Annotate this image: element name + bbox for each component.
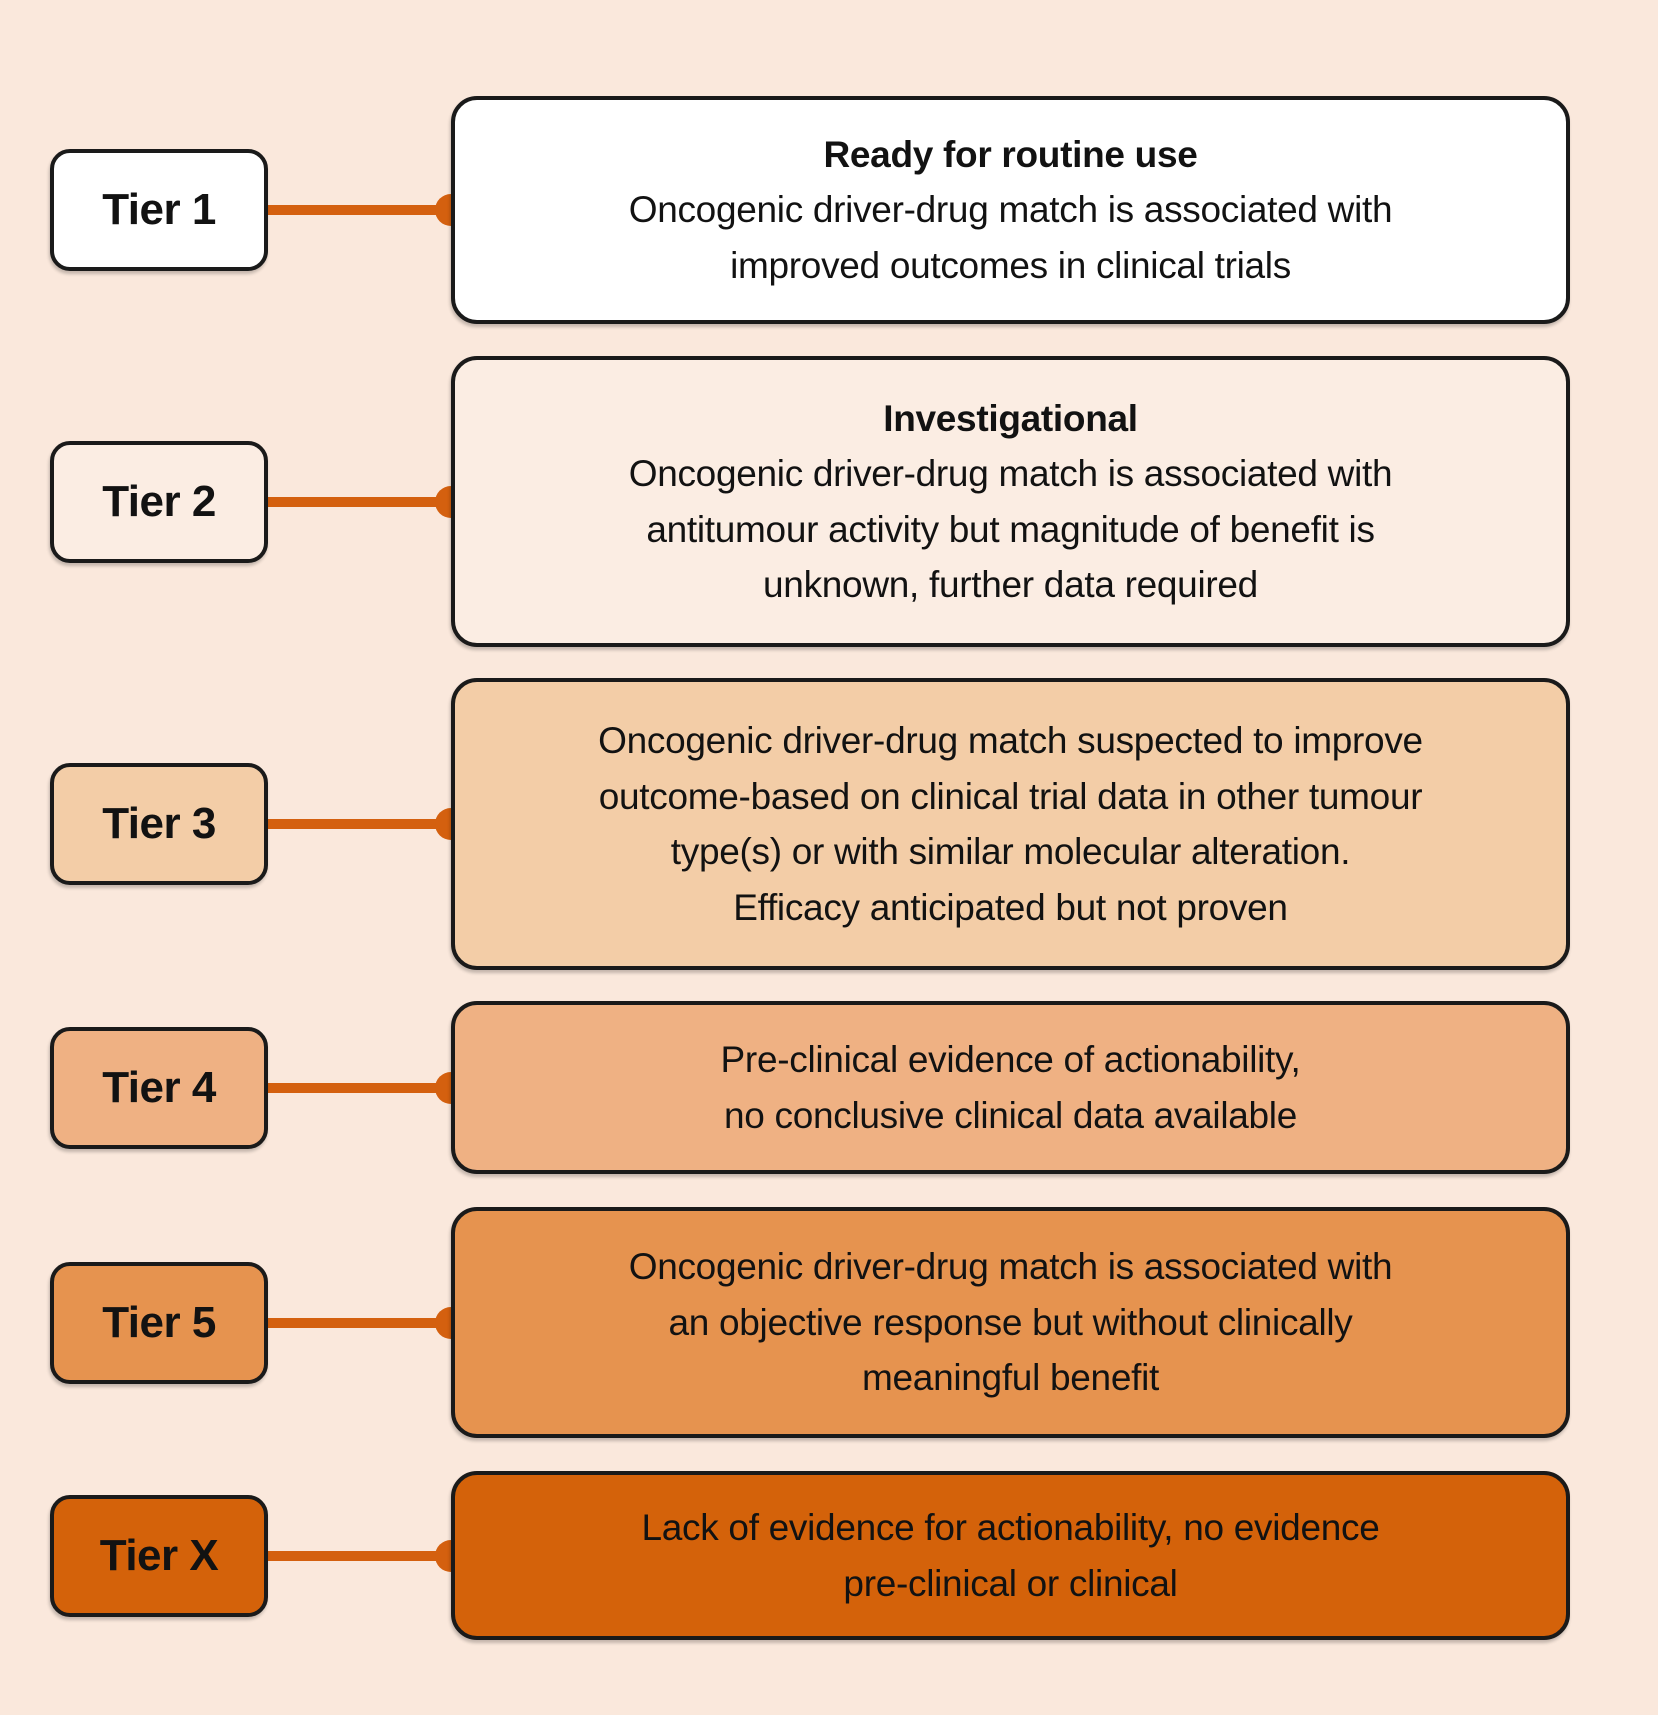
tier-label: Tier 5 <box>102 1297 216 1347</box>
connector-line <box>268 485 467 518</box>
tier-description-box: Oncogenic driver-drug match suspected to… <box>451 678 1570 970</box>
connector-line <box>268 1306 467 1339</box>
tier-label-box: Tier 2 <box>50 440 268 563</box>
tier-row: Tier 3 Oncogenic driver-drug match suspe… <box>50 678 1570 970</box>
connector-line <box>268 1071 467 1104</box>
tier-description-box: Lack of evidence for actionability, no e… <box>451 1471 1570 1640</box>
tier-label-box: Tier 4 <box>50 1026 268 1149</box>
tier-description-box: Pre-clinical evidence of actionability, … <box>451 1001 1570 1174</box>
tier-label: Tier X <box>99 1530 219 1580</box>
tier-row: Tier 2 Investigational Oncogenic driver-… <box>50 356 1570 647</box>
tier-label-box: Tier 3 <box>50 763 268 885</box>
connector-line <box>268 194 467 226</box>
tier-label: Tier 1 <box>102 185 216 234</box>
connector-line <box>268 808 467 840</box>
tier-label: Tier 4 <box>102 1062 216 1112</box>
tier-description: Oncogenic driver-drug match is associate… <box>628 1246 1393 1399</box>
tier-description-box: Investigational Oncogenic driver-drug ma… <box>451 356 1570 647</box>
tier-label: Tier 3 <box>102 799 216 848</box>
tier-row: Tier X Lack of evidence for actionabilit… <box>50 1471 1570 1640</box>
tier-label-box: Tier 1 <box>50 149 268 271</box>
tier-row: Tier 1 Ready for routine use Oncogenic d… <box>50 96 1570 324</box>
tier-title: Ready for routine use <box>823 133 1198 175</box>
connector-line <box>268 1539 467 1572</box>
tier-description-box: Ready for routine use Oncogenic driver-d… <box>451 96 1570 324</box>
tier-label: Tier 2 <box>102 476 216 526</box>
tier-row: Tier 4 Pre-clinical evidence of actionab… <box>50 1001 1570 1174</box>
tier-description: Oncogenic driver-drug match is associate… <box>628 189 1393 286</box>
tier-title: Investigational <box>883 397 1138 439</box>
tier-description: Lack of evidence for actionability, no e… <box>641 1507 1380 1604</box>
tier-label-box: Tier 5 <box>50 1261 268 1384</box>
tier-description: Oncogenic driver-drug match is associate… <box>628 453 1393 605</box>
tier-description: Pre-clinical evidence of actionability, … <box>720 1039 1301 1136</box>
tier-description-box: Oncogenic driver-drug match is associate… <box>451 1207 1570 1438</box>
tier-row: Tier 5 Oncogenic driver-drug match is as… <box>50 1207 1570 1438</box>
tier-label-box: Tier X <box>50 1494 268 1617</box>
tier-description: Oncogenic driver-drug match suspected to… <box>598 720 1423 928</box>
